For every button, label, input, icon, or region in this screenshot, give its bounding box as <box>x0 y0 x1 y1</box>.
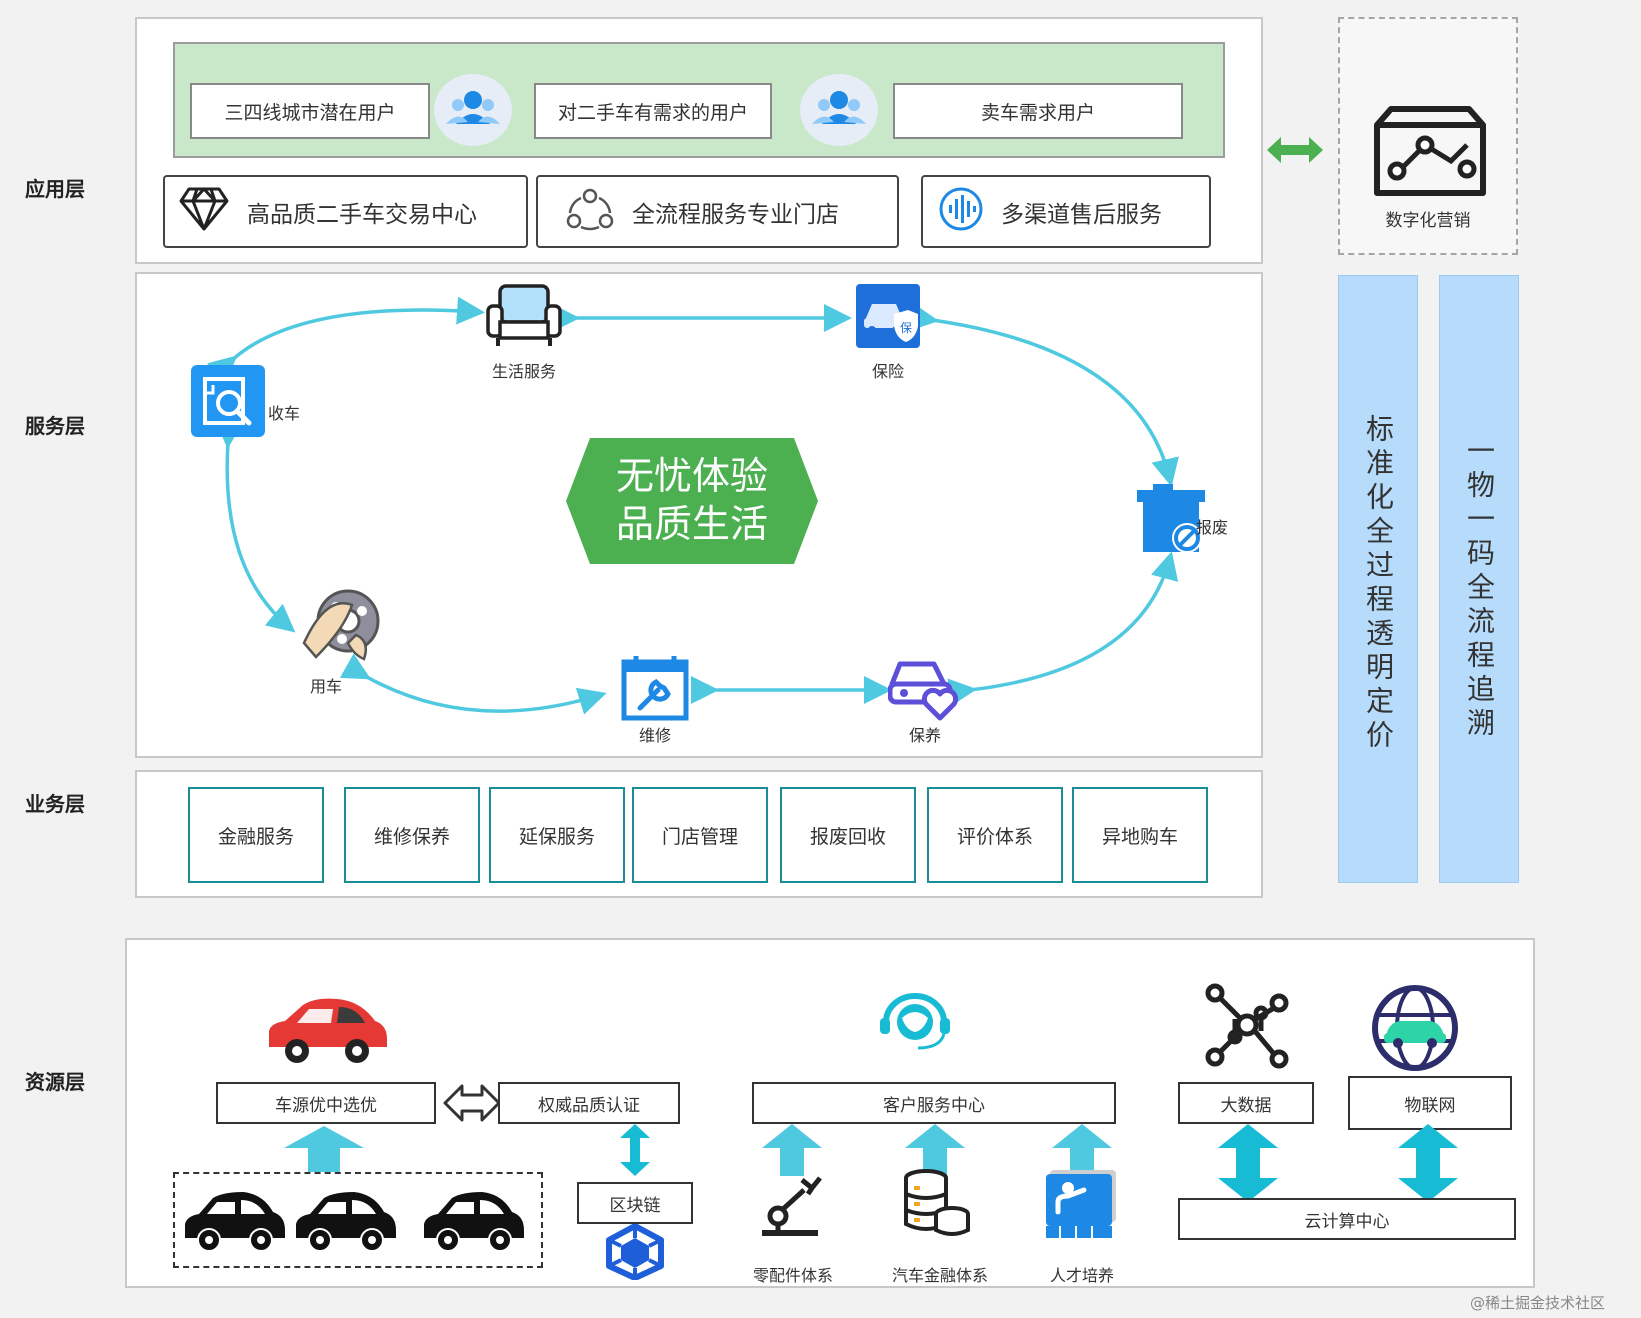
res-box-customer-center: 客户服务中心 <box>752 1082 1116 1124</box>
training-icon <box>1046 1170 1116 1238</box>
digital-marketing-label: 数字化营销 <box>1385 211 1471 231</box>
pricing-label: 标准化全过程透明定价 <box>1362 414 1395 754</box>
user-box-sell: 卖车需求用户 <box>893 83 1183 139</box>
node-label-maintain: 保养 <box>908 726 941 745</box>
business-item: 门店管理 <box>632 787 768 883</box>
res-box-bigdata: 大数据 <box>1178 1082 1314 1124</box>
business-item: 延保服务 <box>489 787 625 883</box>
service-box-label: 多渠道售后服务 <box>1001 201 1162 228</box>
customer-service-icon <box>880 993 950 1050</box>
network-icon <box>564 187 616 237</box>
layer-label-application: 应用层 <box>25 177 85 201</box>
marketing-box-icon <box>1374 106 1486 196</box>
res-box-iot: 物联网 <box>1348 1076 1512 1130</box>
res-box-cert: 权威品质认证 <box>498 1082 680 1124</box>
black-car-icon <box>185 1192 285 1252</box>
business-item: 金融服务 <box>188 787 324 883</box>
up-arrow-icon <box>284 1126 364 1172</box>
bigdata-network-icon <box>1205 983 1289 1069</box>
up-arrow-icon <box>1052 1124 1112 1176</box>
node-label-life: 生活服务 <box>491 362 556 381</box>
business-item: 维修保养 <box>344 787 480 883</box>
center-title: 无忧体验 品质生活 <box>564 452 820 548</box>
steering-wheel-icon <box>302 589 380 661</box>
vertical-double-arrow-icon <box>1398 1124 1458 1202</box>
business-item: 异地购车 <box>1072 787 1208 883</box>
hollow-double-arrow-icon <box>443 1084 501 1122</box>
vertical-double-arrow-icon <box>620 1124 650 1176</box>
center-hexagon <box>566 438 818 564</box>
service-box-trade-center: 高品质二手车交易中心 <box>163 175 528 248</box>
res-box-blockchain: 区块链 <box>577 1182 693 1224</box>
node-label-repair: 维修 <box>638 726 671 745</box>
double-arrow-icon <box>1267 137 1323 163</box>
users-icon <box>434 74 512 146</box>
business-item: 评价体系 <box>927 787 1063 883</box>
collect-search-icon <box>191 365 265 437</box>
center-title-line2: 品质生活 <box>615 502 768 546</box>
headset-wave-icon <box>937 185 985 239</box>
res-label-talent: 人才培养 <box>1049 1266 1114 1285</box>
center-title-line1: 无忧体验 <box>615 454 768 498</box>
service-box-label: 全流程服务专业门店 <box>632 201 839 228</box>
black-car-icon <box>424 1192 524 1252</box>
insurance-icon: 保 <box>856 284 920 348</box>
vertical-double-arrow-icon <box>1218 1124 1278 1202</box>
trace-label: 一物一码全流程追溯 <box>1463 436 1496 742</box>
pricing-bar: 标准化全过程透明定价 <box>1338 275 1418 883</box>
layer-label-resource: 资源层 <box>25 1070 85 1094</box>
users-icon <box>800 74 878 146</box>
node-label-insurance: 保险 <box>871 362 904 381</box>
service-box-aftersale: 多渠道售后服务 <box>921 175 1211 248</box>
service-box-store: 全流程服务专业门店 <box>536 175 899 248</box>
diamond-icon <box>179 185 229 239</box>
red-car-icon <box>269 998 387 1063</box>
node-label-use: 用车 <box>309 677 342 696</box>
cars-group <box>173 1172 543 1268</box>
up-arrow-icon <box>905 1124 965 1176</box>
layer-label-business: 业务层 <box>25 792 85 816</box>
user-box-need: 对二手车有需求的用户 <box>534 83 772 139</box>
svg-text:保: 保 <box>900 321 912 335</box>
trace-bar: 一物一码全流程追溯 <box>1439 275 1519 883</box>
res-label-parts: 零配件体系 <box>752 1266 833 1285</box>
black-car-icon <box>296 1192 396 1252</box>
finance-coins-icon <box>904 1169 970 1236</box>
watermark: @稀土掘金技术社区 <box>1470 1294 1606 1312</box>
res-label-finance: 汽车金融体系 <box>891 1266 988 1285</box>
blockchain-cube-icon <box>606 1224 664 1280</box>
node-label-collect: 收车 <box>268 404 301 423</box>
res-box-cloud: 云计算中心 <box>1178 1198 1516 1240</box>
car-heart-icon <box>888 661 959 721</box>
res-box-source: 车源优中选优 <box>216 1082 436 1124</box>
business-item: 报废回收 <box>780 787 916 883</box>
iot-globe-car-icon <box>1372 985 1458 1071</box>
node-label-scrap: 报废 <box>1196 518 1229 537</box>
up-arrow-icon <box>762 1124 822 1176</box>
layer-label-service: 服务层 <box>25 414 85 438</box>
user-box-tier3: 三四线城市潜在用户 <box>190 83 430 139</box>
sofa-icon <box>486 284 562 346</box>
repair-calendar-icon <box>621 656 689 721</box>
trash-icon <box>1137 484 1205 553</box>
robot-arm-icon <box>762 1176 822 1236</box>
service-box-label: 高品质二手车交易中心 <box>247 201 477 228</box>
